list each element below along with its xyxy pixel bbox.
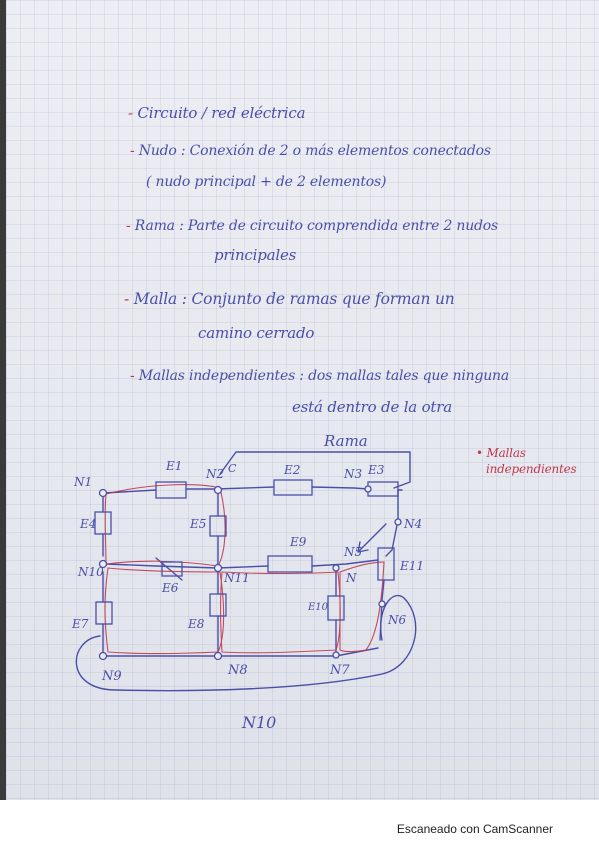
note-rama: - Rama : Parte de circuito comprendida e… bbox=[126, 218, 499, 234]
label-n7: N7 bbox=[329, 663, 350, 678]
resistor-e7 bbox=[95, 601, 113, 625]
resistor-e3 bbox=[367, 481, 399, 497]
note-nudo: - Nudo : Conexión de 2 o más elementos c… bbox=[130, 143, 491, 159]
resistor-e6 bbox=[161, 561, 183, 577]
label-e7: E7 bbox=[71, 617, 89, 631]
label-e1: E1 bbox=[165, 459, 182, 473]
label-e10: E10 bbox=[307, 602, 329, 613]
resistor-e11 bbox=[377, 547, 395, 581]
resistor-e5 bbox=[209, 515, 227, 537]
label-e3: E3 bbox=[367, 463, 385, 477]
label-n11: N11 bbox=[223, 571, 250, 585]
circuit-diagram: Rama C N1 E1 N2 E2 N3 E3 N4 E4 E5 E9 N5 … bbox=[71, 432, 424, 732]
resistor-e1 bbox=[155, 481, 187, 499]
resistor-e10 bbox=[327, 595, 345, 621]
label-n1: N1 bbox=[73, 475, 92, 489]
side-note-line2: independientes bbox=[486, 462, 577, 476]
label-n3: N3 bbox=[343, 467, 363, 481]
label-n10: N10 bbox=[77, 565, 104, 579]
label-e8: E8 bbox=[187, 617, 205, 631]
label-e4: E4 bbox=[79, 517, 96, 531]
note-nudo-cont: ( nudo principal + de 2 elementos) bbox=[146, 174, 387, 190]
note-circuito: - Circuito / red eléctrica bbox=[128, 104, 306, 122]
resistor-e4 bbox=[94, 511, 112, 535]
label-e2: E2 bbox=[283, 463, 300, 477]
note-malla-cont: camino cerrado bbox=[198, 324, 315, 342]
label-n4: N4 bbox=[403, 517, 422, 531]
grid-background bbox=[6, 0, 599, 800]
label-e11: E11 bbox=[399, 559, 424, 573]
label-n2: N2 bbox=[205, 467, 224, 481]
label-n: N bbox=[345, 571, 357, 585]
scanner-watermark: Escaneado con CamScanner bbox=[396, 822, 553, 836]
label-n5: N5 bbox=[343, 545, 362, 559]
notebook-page: - Circuito / red eléctrica - Nudo : Cone… bbox=[0, 0, 599, 800]
label-n9: N9 bbox=[101, 669, 122, 684]
label-n8: N8 bbox=[227, 663, 248, 678]
label-e9: E9 bbox=[289, 535, 307, 549]
resistor-e9 bbox=[267, 555, 313, 573]
note-mallas-independientes: - Mallas independientes : dos mallas tal… bbox=[130, 368, 509, 384]
resistor-e8 bbox=[209, 593, 227, 617]
label-c-mark: C bbox=[228, 462, 237, 475]
label-n10-bottom: N10 bbox=[241, 713, 276, 732]
side-note-line1: • Mallas bbox=[476, 446, 526, 460]
label-e5: E5 bbox=[189, 517, 206, 531]
label-e6: E6 bbox=[161, 581, 179, 595]
note-mallas-cont: está dentro de la otra bbox=[292, 398, 452, 416]
label-rama: Rama bbox=[323, 432, 368, 450]
resistor-e2 bbox=[273, 479, 313, 496]
note-rama-cont: principales bbox=[214, 246, 297, 264]
label-n6: N6 bbox=[387, 613, 407, 627]
note-malla: - Malla : Conjunto de ramas que forman u… bbox=[124, 290, 455, 308]
